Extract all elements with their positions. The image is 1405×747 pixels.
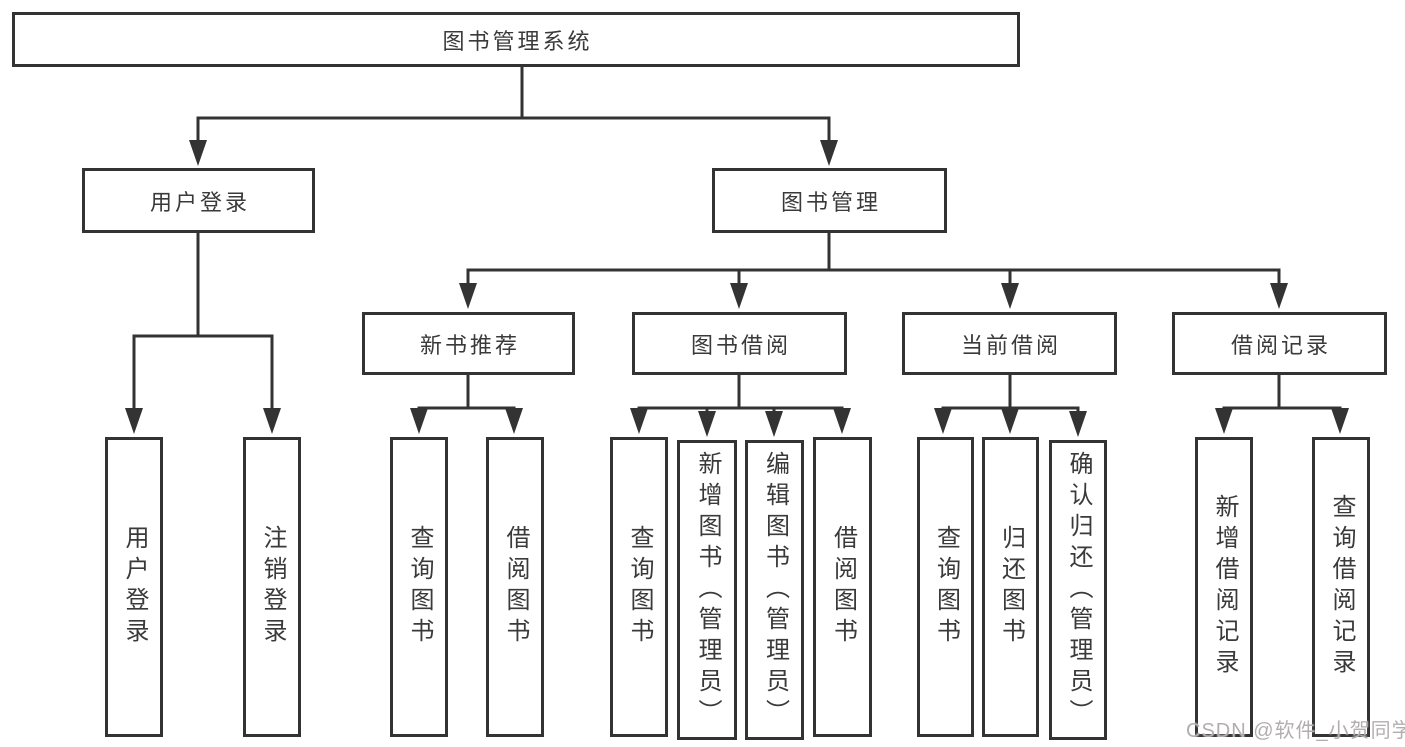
leaf-confirm-return-admin: 确认归还（管理员） [1049,440,1107,740]
arrowhead [263,408,281,434]
arrowhead [820,140,838,166]
arrowhead [1331,408,1349,434]
node-book-management-label: 图书管理 [780,189,881,215]
connector-user-login-to-leaves [132,231,274,418]
leaf-query-borrow-record: 查询借阅记录 [1312,437,1370,737]
connector-borrowing-records-to-leaves [1222,373,1342,418]
node-book-borrowing: 图书借阅 [632,312,847,375]
node-user-login-label: 用户登录 [149,189,250,215]
leaf-query-borrow-record-label: 查询借阅记录 [1328,494,1355,680]
arrowhead [1001,408,1019,434]
csdn-watermark: CSDN @软件_小贺同学 [1186,720,1405,742]
connector-lines [132,65,1342,421]
arrowhead [459,283,477,309]
arrowhead [630,408,648,434]
arrowhead [1001,283,1019,309]
leaf-add-book-admin: 新增图书（管理员） [677,440,737,740]
leaf-logout: 注销登录 [243,437,301,737]
arrowhead [505,408,523,434]
leaf-add-book-admin-label: 新增图书（管理员） [694,450,721,730]
arrowhead [125,408,143,434]
node-book-management: 图书管理 [712,168,947,233]
leaf-query-books-borrowing: 查询图书 [610,437,668,737]
arrowhead [698,411,716,437]
leaf-query-books-current-label: 查询图书 [932,525,960,649]
arrowhead [934,408,952,434]
leaf-user-login: 用户登录 [105,437,163,737]
leaf-add-borrow-record: 新增借阅记录 [1195,437,1253,737]
arrowhead [833,408,851,434]
arrowhead [730,283,748,309]
node-borrowing-records: 借阅记录 [1172,312,1387,375]
leaf-user-login-label: 用户登录 [121,525,148,649]
leaf-query-books-recommend: 查询图书 [390,437,448,737]
leaf-edit-book-admin-label: 编辑图书（管理员） [761,450,789,730]
leaf-query-books-current: 查询图书 [917,437,974,737]
arrowhead [1069,411,1087,437]
arrowhead [1270,283,1288,309]
node-borrowing-records-label: 借阅记录 [1230,332,1331,358]
leaf-borrow-books-borrowing: 借阅图书 [813,437,872,737]
arrowhead [410,408,428,434]
leaf-query-books-borrowing-label: 查询图书 [626,525,653,649]
leaf-confirm-return-admin-label: 确认归还（管理员） [1065,450,1092,730]
node-root-label: 图书管理系统 [442,28,593,54]
node-current-borrowing: 当前借阅 [902,312,1117,375]
leaf-return-books-label: 归还图书 [997,525,1025,649]
leaf-return-books: 归还图书 [982,437,1039,737]
arrowhead [1215,408,1233,434]
leaf-borrow-books-borrowing-label: 借阅图书 [829,525,857,649]
leaf-add-borrow-record-label: 新增借阅记录 [1211,494,1238,680]
leaf-edit-book-admin: 编辑图书（管理员） [745,440,804,740]
node-new-book-recommendation: 新书推荐 [362,312,575,375]
arrowheads [125,140,1349,437]
leaf-logout-label: 注销登录 [259,525,286,649]
connector-book-management-to-level3 [466,231,1281,291]
connector-new-book-recommendation-to-leaves [417,373,516,418]
arrowhead [765,411,783,437]
connector-book-borrowing-to-leaves [637,373,844,421]
leaf-borrow-books-recommend-label: 借阅图书 [502,525,529,649]
node-user-login: 用户登录 [82,168,315,233]
arrowhead [189,140,207,166]
leaf-borrow-books-recommend: 借阅图书 [486,437,544,737]
node-root: 图书管理系统 [12,12,1020,67]
leaf-query-books-recommend-label: 查询图书 [406,525,433,649]
node-new-book-recommendation-label: 新书推荐 [419,332,520,358]
node-current-borrowing-label: 当前借阅 [960,332,1061,358]
node-book-borrowing-label: 图书借阅 [690,332,791,358]
connector-root-to-level2 [196,65,831,148]
